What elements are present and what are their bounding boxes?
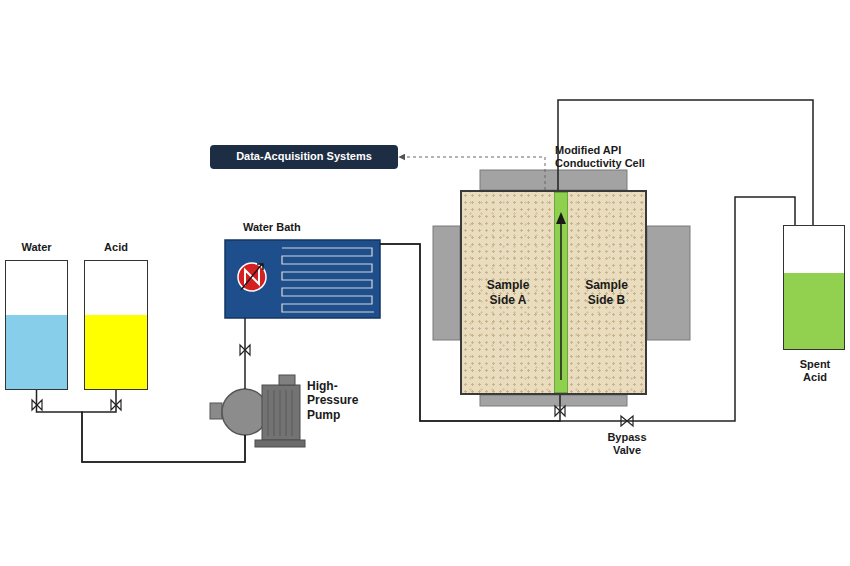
conductivity-cell: Modified API Conductivity CellSample Sid…: [460, 190, 647, 395]
water-bath: Water Bath: [225, 240, 380, 318]
water-bath-body: [225, 240, 380, 318]
pump-motor: [262, 385, 300, 440]
clamp-plate: [647, 226, 690, 340]
clamp-plate: [480, 395, 627, 406]
heater-icon: [238, 263, 266, 291]
pump-base: [255, 440, 305, 447]
node-text: Acid: [85, 241, 147, 254]
node-text: Modified API Conductivity Cell: [555, 144, 670, 170]
heater-icon-arrow: [241, 264, 263, 290]
pipe-line: [244, 318, 246, 389]
node-text: Water: [6, 241, 67, 254]
high-pressure-pump: High-Pressure Pump: [219, 389, 304, 435]
pump-housing: [222, 389, 268, 435]
pipe-line: [37, 390, 246, 462]
pump-inlet: [210, 403, 222, 419]
flow-arrow: [560, 218, 562, 380]
flow-arrow-head: [556, 212, 566, 224]
daq-box: Data-Acquisition Systems: [210, 145, 398, 169]
spent-acid-tank: Spent Acid: [783, 225, 845, 350]
node-text: Data-Acquisition Systems: [236, 150, 372, 163]
pump-motor-cap: [279, 375, 295, 385]
pipe-stub: [244, 435, 246, 440]
sample-side: Sample Side A: [462, 192, 554, 393]
motor-fins: [268, 390, 292, 436]
signal-line: [399, 157, 545, 190]
acid-tank: Acid: [84, 260, 148, 390]
node-text: Sample Side B: [577, 278, 637, 307]
clamp-plate: [480, 170, 627, 190]
fracture-slot: [554, 192, 568, 393]
node-text: High-Pressure Pump: [307, 379, 369, 422]
clamp-plate: [433, 226, 460, 340]
node-text: Spent Acid: [790, 358, 840, 384]
sample-side: Sample Side B: [568, 192, 645, 393]
valve-label: Bypass Valve: [600, 431, 654, 457]
water-tank: Water: [5, 260, 68, 390]
node-text: Sample Side A: [478, 278, 538, 307]
pipe-line: [82, 390, 245, 462]
node-text: Water Bath: [243, 221, 301, 234]
heating-coil: [282, 248, 374, 312]
